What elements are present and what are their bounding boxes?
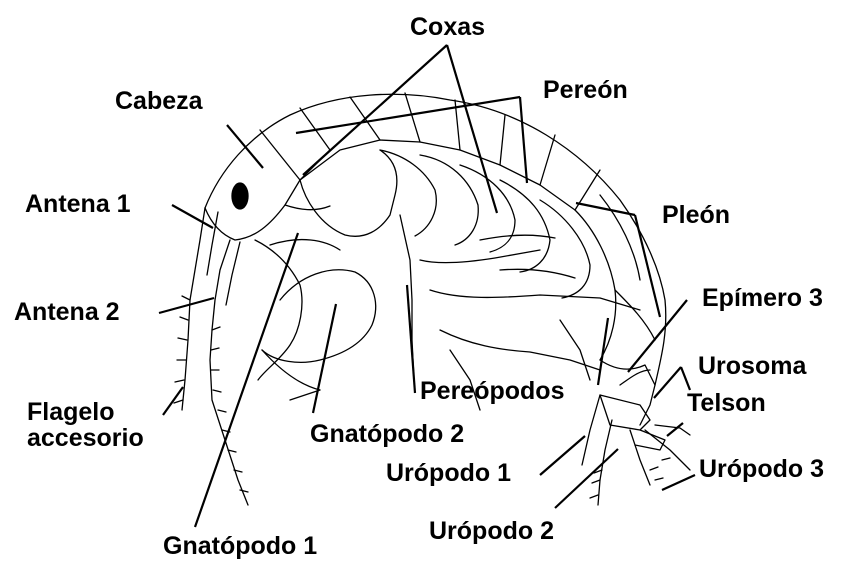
label-pereon: Pereón	[543, 77, 628, 103]
label-epimero-3: Epímero 3	[702, 285, 823, 311]
label-antena-2: Antena 2	[14, 299, 120, 325]
label-uropodo-2: Urópodo 2	[429, 518, 554, 544]
label-cabeza: Cabeza	[115, 88, 203, 114]
label-flagelo-accesorio: Flagelo accesorio	[27, 399, 187, 452]
label-antena-1: Antena 1	[25, 191, 131, 217]
label-uropodo-1: Urópodo 1	[386, 460, 511, 486]
label-gnatopodo-1: Gnatópodo 1	[163, 533, 317, 559]
label-uropodo-3: Urópodo 3	[699, 456, 824, 482]
label-gnatopodo-2: Gnatópodo 2	[310, 421, 464, 447]
label-pereopodos: Pereópodos	[420, 378, 564, 404]
label-telson: Telson	[687, 390, 766, 416]
label-urosoma: Urosoma	[698, 353, 806, 379]
label-pleon: Pleón	[662, 202, 730, 228]
label-coxas: Coxas	[410, 14, 485, 40]
